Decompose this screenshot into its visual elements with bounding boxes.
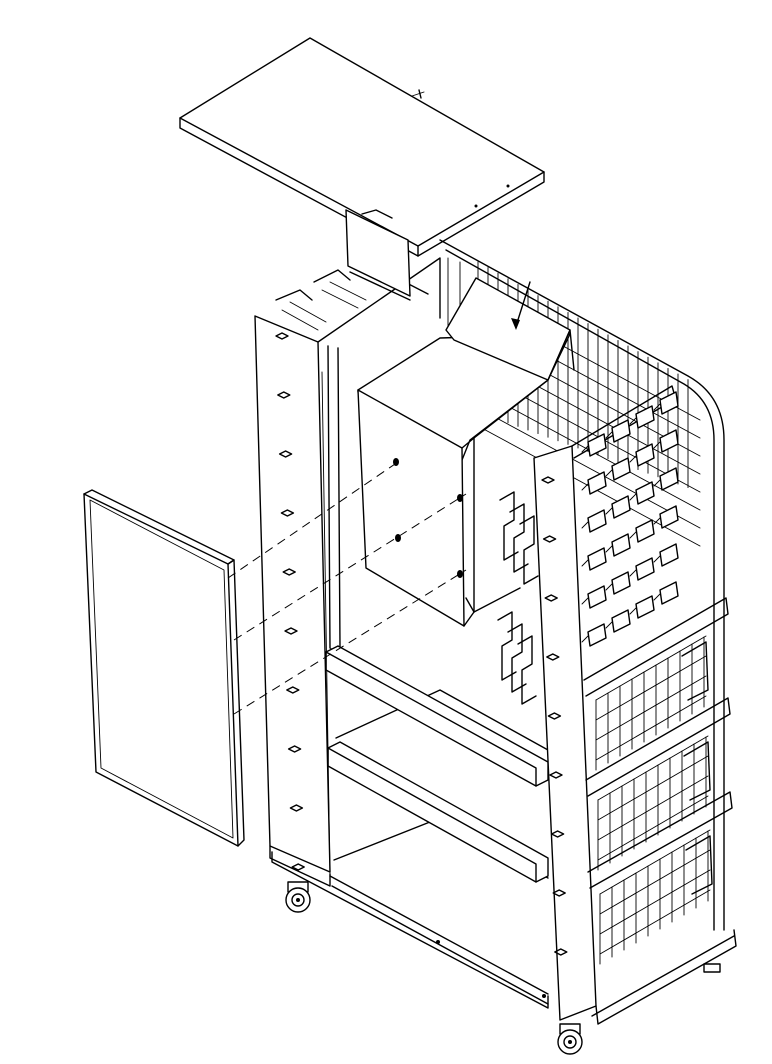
arrow-icon <box>511 281 531 330</box>
left-side-panel <box>254 257 441 887</box>
hanging-hook <box>507 623 527 693</box>
front-right-panel <box>533 385 737 1025</box>
caster-wheel-icon <box>285 881 721 1055</box>
hanging-hook <box>499 491 519 561</box>
mounting-slot <box>541 476 555 484</box>
mounting-slot <box>280 509 295 517</box>
mounting-slot <box>550 830 565 838</box>
assembly-guide-lines <box>227 461 467 715</box>
hanging-hook <box>519 515 539 585</box>
hanging-hook <box>517 635 537 705</box>
mounting-slot <box>284 627 298 635</box>
mounting-slot <box>547 712 562 720</box>
mounting-slot <box>554 948 568 956</box>
insert-box <box>357 277 575 627</box>
mounting-slot <box>544 594 558 602</box>
mounting-slot <box>275 332 289 340</box>
mounting-slot <box>277 391 291 399</box>
mounting-slot <box>552 889 566 897</box>
mounting-screw-icon <box>393 458 463 578</box>
mounting-slot <box>282 568 296 576</box>
mounting-slot <box>291 863 305 871</box>
mounting-slot <box>278 450 293 458</box>
mounting-slot <box>286 686 300 694</box>
mounting-slot <box>546 653 560 661</box>
mounting-slot <box>289 804 304 812</box>
mounting-slot <box>287 745 302 753</box>
hanging-hook <box>497 611 517 681</box>
hanging-hook <box>509 503 529 573</box>
front-panel-mounting-slots <box>541 476 568 956</box>
top-lid-panel <box>179 37 545 297</box>
left-panel-mounting-slots <box>275 332 305 871</box>
side-door-panel <box>83 489 245 847</box>
crossbars <box>325 645 549 883</box>
mounting-slot <box>542 535 557 543</box>
hanging-hooks <box>497 491 539 705</box>
mounting-slot <box>549 771 563 779</box>
front-shelves <box>581 391 733 965</box>
